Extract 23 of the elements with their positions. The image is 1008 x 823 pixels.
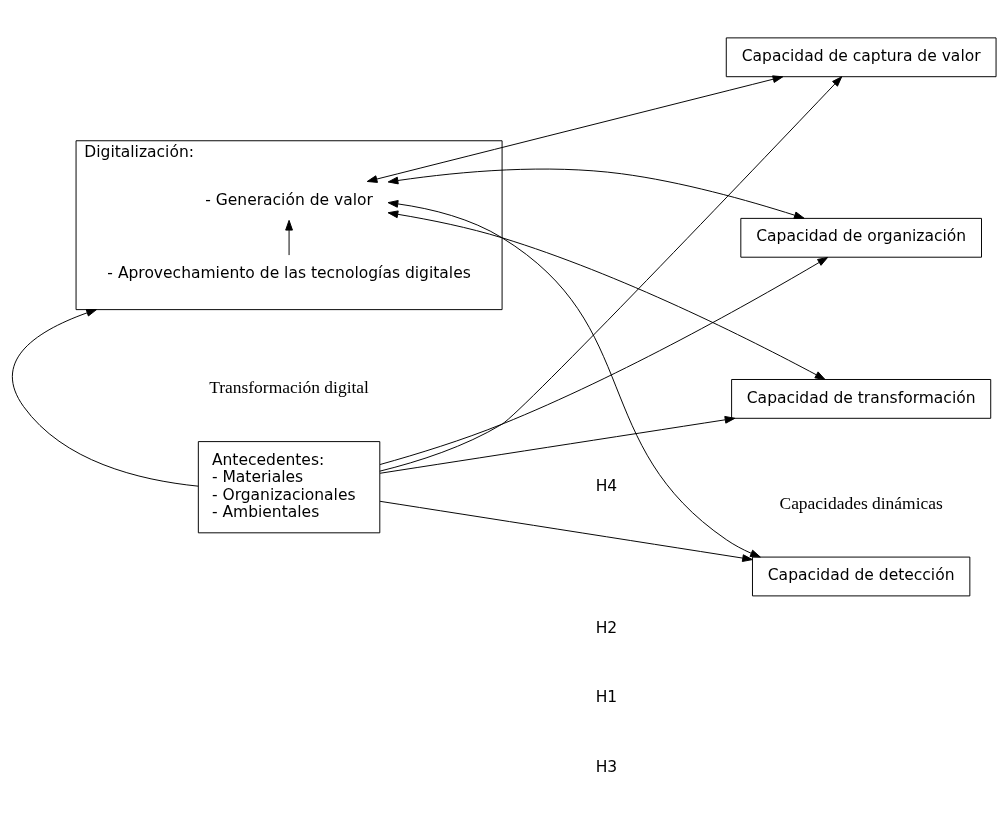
label: H4 [595, 476, 618, 495]
label: H3 [595, 757, 618, 776]
arrow [285, 219, 293, 256]
arrow [379, 75, 843, 472]
arrow [11, 308, 199, 487]
label: H2 [595, 618, 618, 637]
label: Transformación digital [209, 376, 369, 397]
arrow [379, 256, 829, 465]
arrow [387, 168, 805, 219]
label: H1 [595, 687, 618, 706]
arrow [366, 74, 784, 183]
node-box: Capacidad de organización [740, 217, 982, 258]
label: Capacidades dinámicas [779, 492, 943, 513]
node-box: Antecedentes: - Materiales - Organizacionales - Ambientales [197, 440, 381, 533]
arrow [379, 415, 736, 474]
node-box: Capacidad de transformación [731, 378, 992, 419]
node-box: Capacidad de captura de valor [725, 36, 997, 77]
arrow [387, 199, 761, 558]
node-text: - Generación de valor [205, 190, 373, 209]
node-box: Capacidad de detección [752, 556, 971, 596]
node-text: - Aprovechamiento de las tecnologías digitales [107, 263, 471, 282]
arrow [387, 209, 826, 380]
arrow [379, 500, 753, 562]
